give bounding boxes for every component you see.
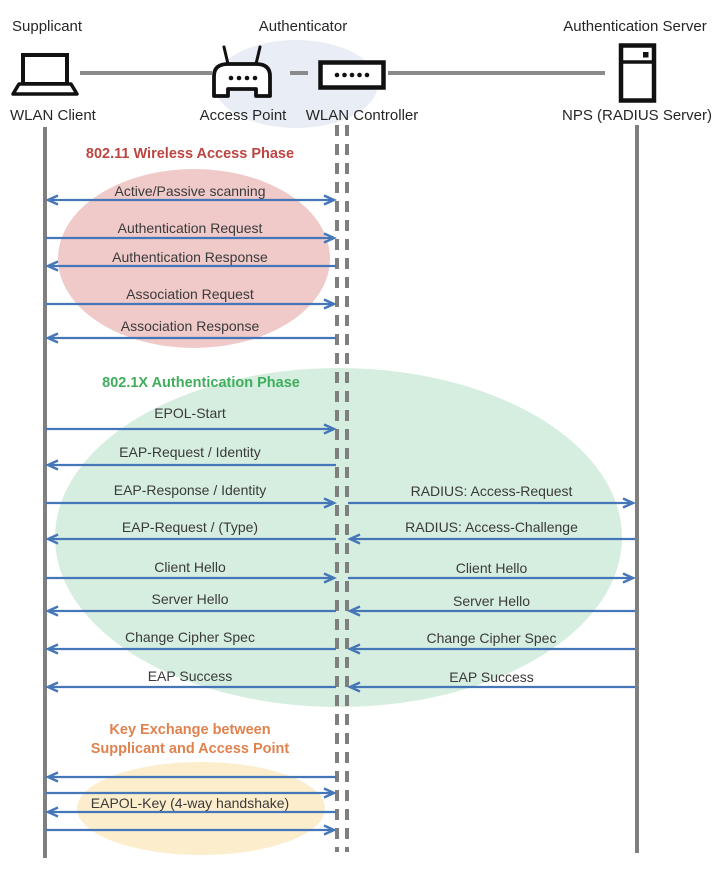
label-eap-request-type: EAP-Request / (Type) — [121, 519, 259, 535]
arrow-association-request — [46, 298, 337, 310]
arrow-eap-response-identity — [46, 497, 337, 509]
label-association-response: Association Response — [120, 318, 260, 334]
arrow-eap-request-type — [45, 533, 336, 545]
arrow-authentication-response — [45, 260, 336, 272]
lifeline-authenticator-2 — [345, 125, 349, 852]
arrow-active-passive-scanning — [45, 194, 337, 206]
server-icon — [618, 43, 657, 103]
lifeline-wlan-client — [43, 127, 47, 858]
device-label-wlan-client: WLAN Client — [10, 107, 96, 124]
arrow-eap-success-left — [45, 681, 336, 693]
arrow-epol-start — [46, 423, 337, 435]
label-client-hello-right: Client Hello — [455, 560, 528, 576]
arrow-server-hello-left — [45, 605, 336, 617]
device-label-nps: NPS (RADIUS Server) — [561, 107, 713, 124]
arrow-eap-request-identity — [45, 459, 336, 471]
label-eap-request-identity: EAP-Request / Identity — [119, 444, 261, 460]
connector-line-right — [388, 71, 605, 75]
label-authentication-request: Authentication Request — [117, 220, 263, 236]
arrow-authentication-request — [46, 232, 337, 244]
label-radius-access-challenge: RADIUS: Access-Challenge — [405, 519, 578, 535]
role-label-authentication-server: Authentication Server — [563, 18, 707, 35]
label-eap-success-right: EAP Success — [449, 669, 534, 685]
phase3-title-line2: Supplicant and Access Point — [90, 741, 290, 757]
label-active-passive-scanning: Active/Passive scanning — [114, 183, 266, 199]
label-radius-access-request: RADIUS: Access-Request — [410, 483, 573, 499]
phase1-ellipse — [58, 169, 330, 348]
arrow-key-exchange-1 — [45, 771, 336, 783]
arrow-client-hello-right — [348, 572, 636, 584]
arrow-client-hello-left — [46, 572, 337, 584]
phase3-title-line1: Key Exchange between — [109, 722, 271, 738]
label-association-request: Association Request — [126, 286, 254, 302]
arrow-key-exchange-3 — [45, 806, 336, 818]
arrow-association-response — [45, 332, 336, 344]
device-label-wlan-controller: WLAN Controller — [305, 107, 419, 124]
phase1-title: 802.11 Wireless Access Phase — [85, 146, 295, 162]
label-eap-success-left: EAP Success — [147, 668, 233, 684]
arrow-key-exchange-4 — [46, 824, 337, 836]
device-label-access-point: Access Point — [199, 107, 287, 124]
label-change-cipher-spec-right: Change Cipher Spec — [426, 630, 557, 646]
label-server-hello-right: Server Hello — [452, 593, 531, 609]
arrow-key-exchange-2 — [46, 787, 337, 799]
arrow-change-cipher-spec-right — [347, 643, 635, 655]
connector-line-middle-dash — [290, 71, 308, 75]
label-client-hello-left: Client Hello — [154, 559, 226, 575]
label-change-cipher-spec-left: Change Cipher Spec — [125, 629, 255, 645]
arrow-change-cipher-spec-left — [45, 643, 336, 655]
label-eapol-key: EAPOL-Key (4-way handshake) — [90, 795, 290, 811]
role-label-authenticator: Authenticator — [258, 18, 348, 35]
label-epol-start: EPOL-Start — [154, 405, 226, 421]
lifeline-radius-server — [635, 125, 639, 853]
lifeline-authenticator-1 — [335, 125, 339, 852]
access-point-icon — [212, 45, 272, 98]
arrow-server-hello-right — [347, 605, 635, 617]
arrow-radius-access-challenge — [347, 533, 635, 545]
label-authentication-response: Authentication Response — [112, 249, 268, 265]
laptop-icon — [11, 53, 79, 96]
arrow-radius-access-request — [348, 497, 636, 509]
label-server-hello-left: Server Hello — [151, 591, 229, 607]
arrow-eap-success-right — [347, 681, 635, 693]
connector-line-left — [80, 71, 212, 75]
phase2-title: 802.1X Authentication Phase — [102, 375, 300, 391]
wlan-controller-icon — [318, 60, 386, 90]
role-label-supplicant: Supplicant — [12, 18, 83, 35]
label-eap-response-identity: EAP-Response / Identity — [113, 482, 267, 498]
